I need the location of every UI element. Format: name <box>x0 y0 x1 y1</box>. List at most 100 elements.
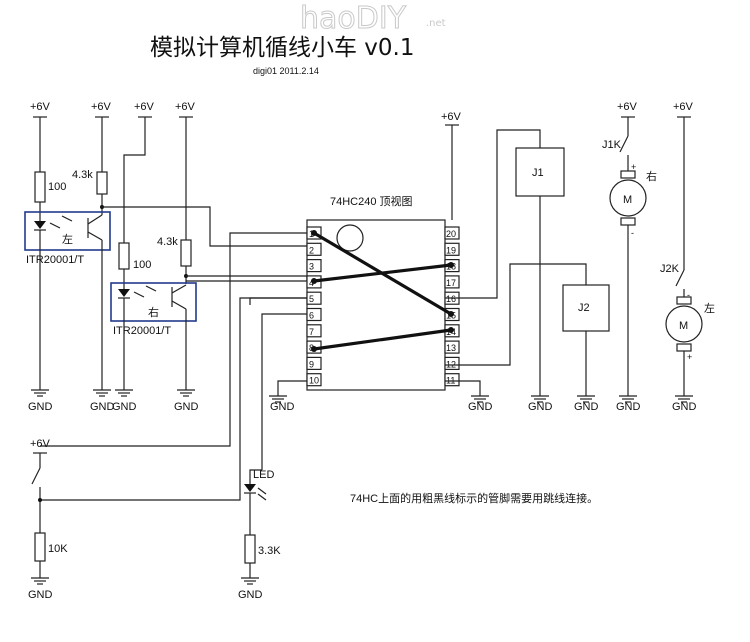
ic-pin-12: 12 <box>444 356 460 370</box>
sensor-left-diode-icon <box>34 215 46 250</box>
resistor-r5-label: 10K <box>48 543 68 555</box>
svg-text:4: 4 <box>309 278 314 288</box>
watermark-suffix: .net <box>426 18 446 29</box>
svg-text:3: 3 <box>309 262 314 272</box>
resistor-r1 <box>34 171 46 203</box>
relay-j2-label: J2 <box>578 302 590 314</box>
resistor-r3-label: 100 <box>133 259 151 271</box>
motor-right-icon <box>609 179 647 217</box>
vcc-bottom: +6V <box>30 438 51 460</box>
svg-text:+6V: +6V <box>134 101 155 113</box>
switch-j2k-label: J2K <box>660 263 680 275</box>
sensor-right-box <box>110 282 197 322</box>
switch-j1k-label: J1K <box>602 139 622 151</box>
jumper-note: 74HC上面的用粗黑线标示的管脚需要用跳线连接。 <box>350 491 598 505</box>
svg-text:+6V: +6V <box>91 101 112 113</box>
resistor-r4 <box>180 239 192 267</box>
svg-text:+: + <box>631 162 636 172</box>
ic-title: 74HC240 顶视图 <box>330 194 413 208</box>
ic-pin-2: 2 <box>306 242 322 256</box>
ic-notch <box>336 224 364 252</box>
switch-j1k-icon <box>619 135 629 153</box>
vcc-ic: +6V <box>441 111 462 132</box>
resistor-r4-label: 4.3k <box>157 236 178 248</box>
led-label: LED <box>253 469 274 481</box>
sensor-left-side: 左 <box>62 233 73 246</box>
svg-text:10: 10 <box>309 376 319 386</box>
vcc-motor-2: +6V <box>673 101 694 124</box>
svg-text:6: 6 <box>309 311 314 321</box>
motor-left-icon <box>665 305 703 343</box>
resistor-r2-label: 4.3k <box>72 169 93 181</box>
gnd-label-bottom-2: GND <box>238 589 263 601</box>
ic-pin-19: 19 <box>444 242 460 256</box>
gnd-label-m1: GND <box>616 401 641 413</box>
svg-text:+6V: +6V <box>175 101 196 113</box>
svg-text:20: 20 <box>446 229 456 239</box>
svg-text:16: 16 <box>446 294 456 304</box>
author-date: digi01 2011.2.14 <box>253 66 319 76</box>
switch-bottom-icon <box>31 467 41 485</box>
ic-pin-9: 9 <box>306 356 322 370</box>
ic-left-pins: 12345678910 <box>306 226 322 387</box>
resistor-r6-label: 3.3K <box>258 545 281 557</box>
svg-text:+6V: +6V <box>617 101 638 113</box>
svg-text:17: 17 <box>446 278 456 288</box>
resistor-r6 <box>244 534 256 564</box>
ic-74hc240 <box>306 219 446 391</box>
gnd-label-ic: GND <box>270 401 295 413</box>
ic-right-pins: 20191817161514131211 <box>444 226 460 387</box>
ic-pin-6: 6 <box>306 307 322 322</box>
ic-pin-3: 3 <box>306 259 322 273</box>
relay-j1-label: J1 <box>532 167 544 179</box>
svg-text:+6V: +6V <box>441 111 462 123</box>
switch-j2k-icon <box>675 269 685 287</box>
led-icon <box>244 484 267 501</box>
gnd-label-pin11: GND <box>468 401 493 413</box>
svg-text:19: 19 <box>446 245 456 255</box>
ic-pin-13: 13 <box>444 340 460 354</box>
svg-text:M: M <box>679 320 688 332</box>
relay-j2 <box>562 284 610 332</box>
sensor-right-light-icon <box>133 285 157 298</box>
sensor-left-part: ITR20001/T <box>26 254 84 266</box>
watermark-logo: haoDIY <box>300 1 407 36</box>
ic-pin-5: 5 <box>306 291 322 305</box>
gnd-label-2: GND <box>90 401 115 413</box>
svg-text:+6V: +6V <box>30 101 51 113</box>
ic-pin-20: 20 <box>444 226 460 240</box>
gnd-label-j2: GND <box>574 401 599 413</box>
sensor-right-side: 右 <box>148 305 159 319</box>
sensor-left-box <box>24 211 111 251</box>
motor-right-side: 右 <box>646 169 657 183</box>
gnd-label-bottom-1: GND <box>28 589 53 601</box>
vcc-motor-1: +6V <box>617 101 638 124</box>
svg-text:+: + <box>687 352 692 362</box>
gnd-label-j1: GND <box>528 401 553 413</box>
vcc-2: +6V <box>91 101 112 124</box>
svg-text:+6V: +6V <box>673 101 694 113</box>
sensor-left-light-icon <box>49 215 73 229</box>
gnd-label-1: GND <box>28 401 53 413</box>
jumper-8-14 <box>313 328 452 351</box>
resistor-r3 <box>118 242 130 270</box>
sensor-left-transistor-icon <box>87 214 103 250</box>
page-title: 模拟计算机循线小车 v0.1 <box>150 35 415 61</box>
sensor-right-diode-icon <box>118 284 130 321</box>
ic-pin-7: 7 <box>306 324 322 338</box>
ic-pin-17: 17 <box>444 275 460 289</box>
vcc-3: +6V <box>134 101 155 124</box>
vcc-4: +6V <box>175 101 196 124</box>
jumper-4-18 <box>313 263 452 283</box>
svg-text:9: 9 <box>309 359 314 369</box>
svg-text:2: 2 <box>309 245 314 255</box>
svg-text:+6V: +6V <box>30 438 51 450</box>
resistor-r2 <box>96 171 108 195</box>
gnd-label-4: GND <box>174 401 199 413</box>
svg-text:13: 13 <box>446 343 456 353</box>
svg-text:-: - <box>687 290 690 300</box>
sensor-right-part: ITR20001/T <box>113 325 171 337</box>
resistor-r5 <box>34 532 46 562</box>
svg-text:-: - <box>631 228 634 238</box>
